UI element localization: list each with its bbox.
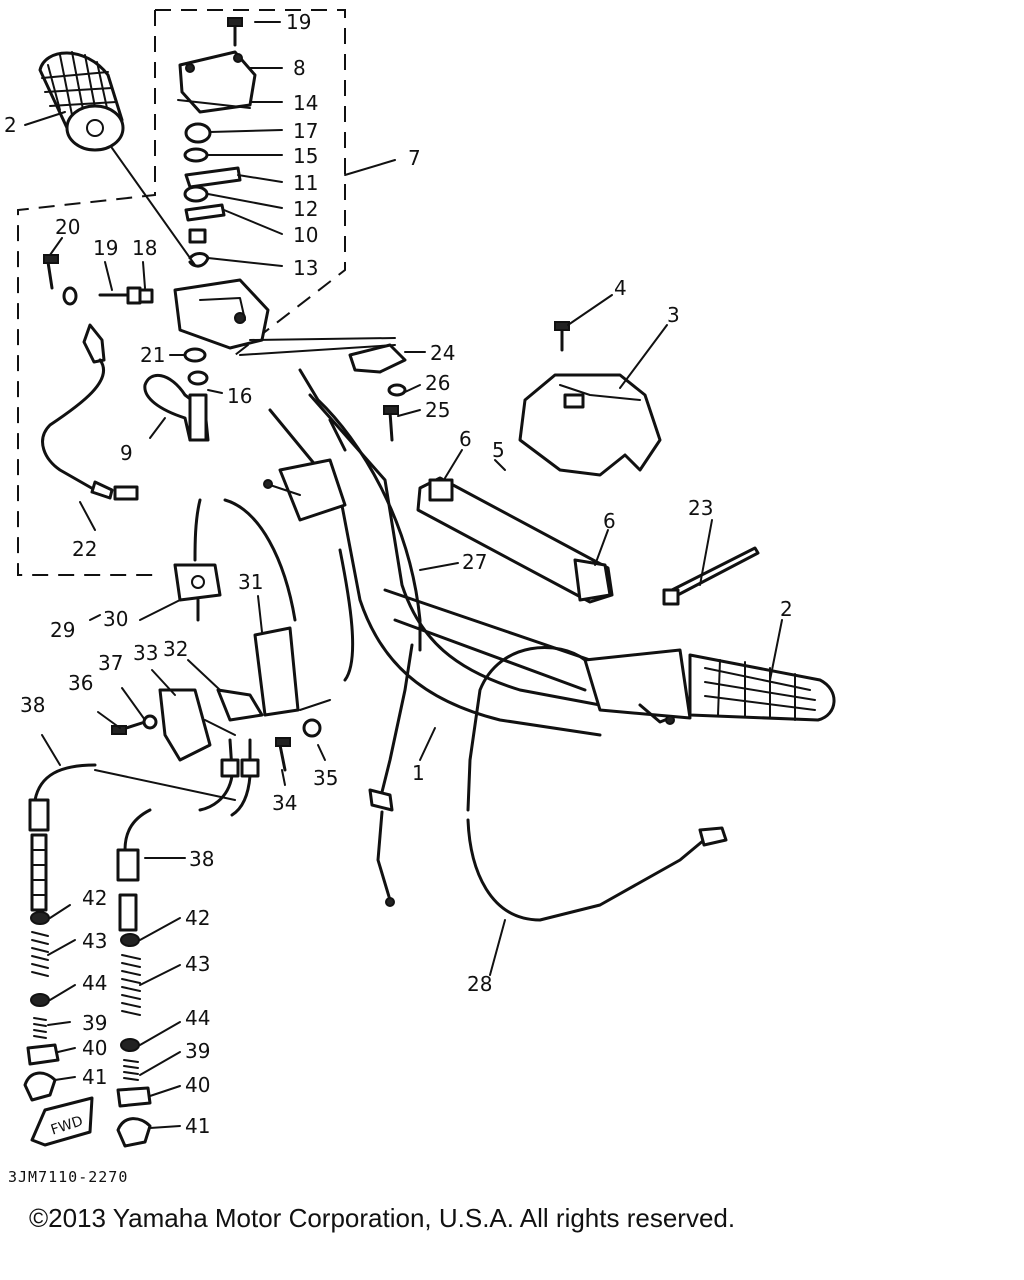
callout-1: 1 xyxy=(412,761,425,785)
callout-39-left: 39 xyxy=(82,1011,107,1035)
callout-30: 30 xyxy=(103,607,128,631)
callout-28: 28 xyxy=(467,972,492,996)
copyright-notice: ©2013 Yamaha Motor Corporation, U.S.A. A… xyxy=(29,1203,736,1233)
throttle-lever xyxy=(143,374,210,442)
callout-38-bottom: 38 xyxy=(189,847,214,871)
switch-wire xyxy=(41,323,139,501)
callout-19-b: 19 xyxy=(93,236,118,260)
callout-15: 15 xyxy=(293,144,318,168)
callout-44-right: 44 xyxy=(185,1006,210,1030)
callout-23: 23 xyxy=(688,496,713,520)
callout-41-right: 41 xyxy=(185,1114,210,1138)
callout-2-left: 2 xyxy=(4,113,17,137)
callout-25: 25 xyxy=(425,398,450,422)
callout-42-right: 42 xyxy=(185,906,210,930)
tie-strap xyxy=(662,546,760,606)
callout-17: 17 xyxy=(293,119,318,143)
callout-9: 9 xyxy=(120,441,133,465)
callout-5: 5 xyxy=(492,438,505,462)
callout-7: 7 xyxy=(408,146,421,170)
callout-43-right: 43 xyxy=(185,952,210,976)
callout-10: 10 xyxy=(293,223,318,247)
callout-26: 26 xyxy=(425,371,450,395)
right-grip xyxy=(583,648,836,725)
callout-22: 22 xyxy=(72,537,97,561)
callout-4: 4 xyxy=(614,276,627,300)
clamp xyxy=(348,343,407,442)
callout-11: 11 xyxy=(293,171,318,195)
callout-6-bottom: 6 xyxy=(603,509,616,533)
cables xyxy=(298,368,728,922)
callout-27: 27 xyxy=(462,550,487,574)
callout-41-left: 41 xyxy=(82,1065,107,1089)
callout-29: 29 xyxy=(50,618,75,642)
callout-labels: 19 8 14 17 15 11 12 10 13 7 2 20 19 18 2… xyxy=(4,10,793,1138)
callout-36: 36 xyxy=(68,671,93,695)
callout-21: 21 xyxy=(140,343,165,367)
leader-lines xyxy=(24,21,783,1129)
handlebar xyxy=(263,393,602,737)
callout-14: 14 xyxy=(293,91,318,115)
left-grip xyxy=(38,51,125,152)
choke-cable-right xyxy=(116,808,152,1148)
callout-39-right: 39 xyxy=(185,1039,210,1063)
callout-24: 24 xyxy=(430,341,455,365)
callout-18: 18 xyxy=(132,236,157,260)
callout-34: 34 xyxy=(272,791,297,815)
callout-44-left: 44 xyxy=(82,971,107,995)
callout-37: 37 xyxy=(98,651,123,675)
brake-assembly xyxy=(94,498,322,817)
callout-6-top: 6 xyxy=(459,427,472,451)
part-code: 3JM7110-2270 xyxy=(8,1168,129,1186)
callout-32: 32 xyxy=(163,637,188,661)
callout-33: 33 xyxy=(133,641,158,665)
callout-13: 13 xyxy=(293,256,318,280)
callout-42-left: 42 xyxy=(82,886,107,910)
callout-43-left: 43 xyxy=(82,929,107,953)
callout-35: 35 xyxy=(313,766,338,790)
callout-19: 19 xyxy=(286,10,311,34)
choke-cable-left xyxy=(23,763,97,1102)
callout-2-right: 2 xyxy=(780,597,793,621)
callout-38-top: 38 xyxy=(20,693,45,717)
callout-20: 20 xyxy=(55,215,80,239)
callout-40-right: 40 xyxy=(185,1073,210,1097)
callout-3: 3 xyxy=(667,303,680,327)
throttle-housing xyxy=(43,254,270,350)
throttle-cover xyxy=(177,17,257,114)
callout-8: 8 xyxy=(293,56,306,80)
callout-31: 31 xyxy=(238,570,263,594)
callout-12: 12 xyxy=(293,197,318,221)
grip-warmer xyxy=(416,476,614,604)
fwd-arrow: FWD xyxy=(30,1096,94,1147)
callout-16: 16 xyxy=(227,384,252,408)
grip-cover xyxy=(518,321,662,477)
assembly-7-outline xyxy=(17,9,346,576)
callout-40-left: 40 xyxy=(82,1036,107,1060)
